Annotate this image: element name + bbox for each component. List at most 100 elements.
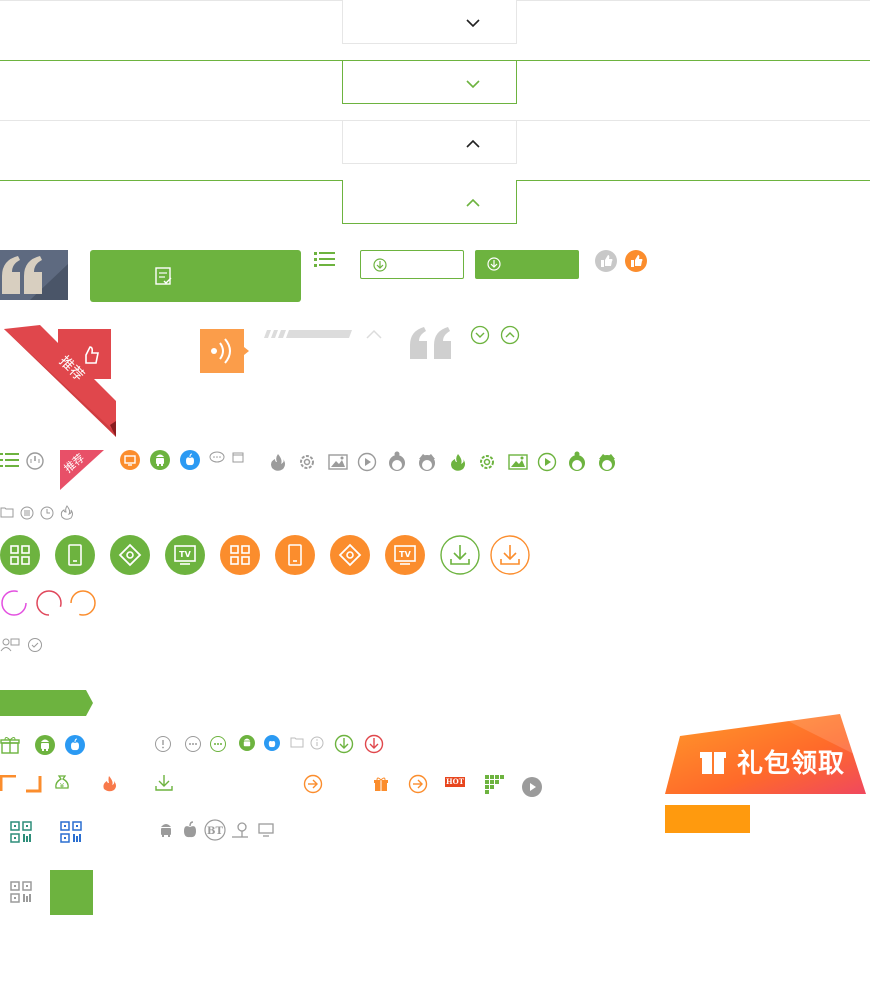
loading-stripe-icon bbox=[264, 330, 352, 338]
orange-bar[interactable] bbox=[665, 805, 750, 833]
download-button-outline[interactable] bbox=[360, 250, 464, 279]
magnet-link-icon bbox=[232, 822, 248, 838]
tv-button[interactable]: TV bbox=[165, 535, 205, 575]
diamond-button[interactable] bbox=[110, 535, 150, 575]
bt-icon: BT bbox=[204, 819, 226, 841]
gear-icon bbox=[300, 455, 314, 469]
chevron-up-icon bbox=[466, 139, 480, 148]
corner-brackets-icon bbox=[0, 775, 42, 793]
money-bag-icon: ¥ bbox=[55, 775, 69, 790]
chevron-down-circle-icon[interactable] bbox=[470, 325, 490, 345]
fire-icon bbox=[451, 454, 465, 471]
apps-icon bbox=[230, 545, 250, 565]
tab-toggle-1[interactable] bbox=[342, 0, 517, 44]
tv-icon: TV bbox=[394, 545, 416, 565]
qr-code-icon[interactable] bbox=[10, 821, 32, 843]
gift-banner[interactable] bbox=[664, 714, 868, 796]
svg-text:¥: ¥ bbox=[60, 782, 65, 790]
download-icon[interactable] bbox=[154, 774, 174, 792]
edit-button[interactable] bbox=[90, 250, 301, 302]
enter-icon[interactable] bbox=[408, 774, 428, 794]
green-square bbox=[50, 870, 93, 915]
list-circle-icon bbox=[20, 506, 34, 520]
clock-icon bbox=[40, 506, 54, 520]
apple-icon bbox=[184, 821, 196, 838]
diamond-button[interactable] bbox=[330, 535, 370, 575]
download-icon bbox=[490, 535, 530, 575]
svg-text:TV: TV bbox=[179, 550, 191, 559]
avatar-boy-icon bbox=[599, 454, 615, 471]
avatar-boy-icon bbox=[419, 454, 435, 471]
phone-button[interactable] bbox=[55, 535, 95, 575]
apple-icon bbox=[264, 735, 280, 751]
download-button[interactable] bbox=[490, 535, 530, 575]
pc-icon bbox=[258, 823, 274, 837]
chevron-up-circle-icon[interactable] bbox=[500, 325, 520, 345]
apps-icon bbox=[10, 545, 30, 565]
calendar-icon bbox=[232, 452, 244, 463]
qr-code-icon[interactable] bbox=[60, 821, 82, 843]
image-icon bbox=[508, 454, 528, 470]
quote-icon bbox=[0, 250, 68, 300]
apps-button[interactable] bbox=[220, 535, 260, 575]
download-icon[interactable] bbox=[334, 734, 354, 754]
thumbs-up-icon[interactable] bbox=[595, 250, 617, 272]
svg-text:TV: TV bbox=[399, 550, 411, 559]
play-icon bbox=[357, 452, 377, 472]
phone-icon bbox=[288, 544, 302, 566]
loading-ring-icon bbox=[1, 590, 27, 616]
android-icon bbox=[161, 824, 171, 837]
image-icon bbox=[328, 454, 348, 470]
android-icon bbox=[150, 450, 170, 470]
qr-steps-icon bbox=[485, 775, 504, 794]
fire-icon bbox=[60, 505, 73, 520]
tab-toggle-4[interactable] bbox=[342, 180, 517, 224]
chevron-up-icon[interactable] bbox=[365, 327, 383, 341]
arrow-tag bbox=[0, 690, 93, 716]
chat-icon bbox=[209, 451, 225, 463]
fire-icon bbox=[271, 454, 285, 471]
diamond-icon bbox=[118, 543, 142, 567]
download-button[interactable] bbox=[440, 535, 480, 575]
thumbs-up-icon[interactable] bbox=[625, 250, 647, 272]
list-icon[interactable] bbox=[0, 451, 20, 469]
diamond-icon bbox=[338, 543, 362, 567]
play-icon[interactable] bbox=[522, 777, 542, 797]
play-icon bbox=[537, 452, 557, 472]
loading-ring-icon bbox=[70, 590, 96, 616]
quote-icon bbox=[410, 327, 451, 359]
gift-icon bbox=[374, 777, 388, 791]
phone-button[interactable] bbox=[275, 535, 315, 575]
tab-toggle-3[interactable] bbox=[342, 120, 517, 164]
android-icon bbox=[35, 735, 55, 755]
apple-icon bbox=[65, 735, 85, 755]
chevron-down-icon bbox=[466, 19, 480, 28]
download-icon[interactable] bbox=[364, 734, 384, 754]
small-recommend-ribbon bbox=[60, 450, 104, 490]
apple-icon bbox=[180, 450, 200, 470]
loading-ring-icon bbox=[36, 590, 62, 616]
list-icon[interactable] bbox=[314, 250, 336, 268]
user-comment-icon bbox=[0, 638, 20, 652]
apps-button[interactable] bbox=[0, 535, 40, 575]
audio-icon[interactable] bbox=[200, 329, 249, 373]
speedometer-icon bbox=[26, 452, 44, 470]
hot-badge: HOT bbox=[445, 777, 465, 787]
gear-icon bbox=[480, 455, 494, 469]
qr-code-icon[interactable] bbox=[10, 881, 32, 903]
folder-icon bbox=[0, 507, 14, 518]
svg-text:BT: BT bbox=[207, 826, 223, 837]
gift-banner-label: 礼包领取 bbox=[737, 749, 846, 779]
info-icon bbox=[155, 736, 171, 752]
fire-icon bbox=[103, 776, 116, 792]
check-circle-icon bbox=[28, 638, 42, 652]
more-icon bbox=[210, 736, 226, 752]
android-icon bbox=[239, 735, 255, 751]
more-icon bbox=[185, 736, 201, 752]
tv-button[interactable]: TV bbox=[385, 535, 425, 575]
download-button-solid[interactable] bbox=[475, 250, 579, 279]
tab-toggle-2[interactable] bbox=[342, 60, 517, 104]
enter-icon[interactable] bbox=[303, 774, 323, 794]
info-icon bbox=[310, 736, 324, 750]
gift-icon bbox=[0, 737, 20, 754]
